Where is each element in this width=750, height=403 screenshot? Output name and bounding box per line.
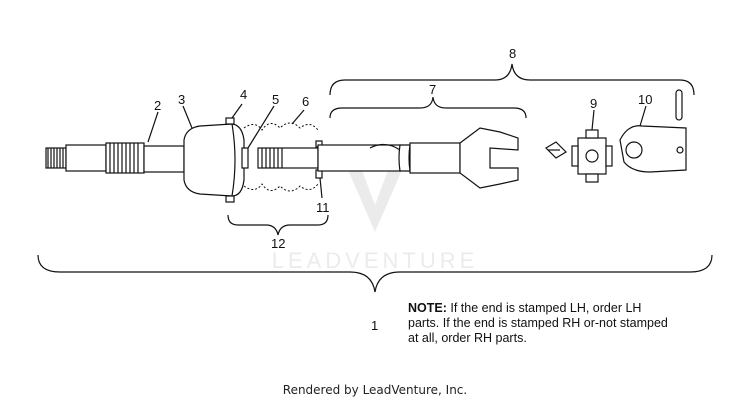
leader-4: [231, 103, 243, 119]
yoke-10: [619, 89, 687, 173]
u-joint: [571, 129, 613, 183]
bracket-8: [329, 63, 695, 96]
callout-1: 1: [371, 318, 378, 333]
callout-4: 4: [240, 87, 247, 102]
callout-9: 9: [590, 96, 597, 111]
ordering-note: NOTE: If the end is stamped LH, order LH…: [408, 301, 668, 346]
ring-5: [241, 147, 249, 169]
leader-10: [639, 105, 647, 127]
clip-lower: [225, 195, 235, 203]
watermark: LEADVENTURE: [272, 170, 479, 273]
bracket-7: [329, 96, 527, 119]
boot-outline-lower: [243, 183, 319, 192]
note-text: If the end is stamped LH, order LH parts…: [408, 301, 668, 345]
note-label: NOTE:: [408, 301, 447, 315]
callout-6: 6: [302, 94, 309, 109]
callout-5: 5: [272, 92, 279, 107]
drive-shaft: [257, 127, 519, 189]
watermark-logo: [348, 170, 402, 232]
stub-shaft: [45, 142, 185, 174]
leader-2: [147, 111, 159, 143]
watermark-text: LEADVENTURE: [272, 248, 479, 273]
leader-3: [182, 105, 193, 129]
leader-6: [291, 109, 305, 125]
bracket-12: [227, 214, 329, 236]
callout-8: 8: [509, 46, 516, 61]
leader-11: [319, 177, 323, 199]
grease-fitting: [545, 141, 567, 159]
clip-4: [225, 117, 235, 125]
leader-5: [247, 105, 275, 149]
callout-11: 11: [316, 200, 330, 215]
bracket-1: [37, 254, 713, 293]
callout-3: 3: [178, 92, 185, 107]
callout-2: 2: [154, 98, 161, 113]
callout-7: 7: [429, 82, 436, 97]
footer-credit: Rendered by LeadVenture, Inc.: [282, 383, 468, 397]
cv-joint: [183, 123, 245, 197]
boot-outline: [243, 122, 319, 131]
callout-10: 10: [638, 92, 652, 107]
callout-12: 12: [271, 236, 285, 251]
leader-9: [591, 109, 595, 131]
